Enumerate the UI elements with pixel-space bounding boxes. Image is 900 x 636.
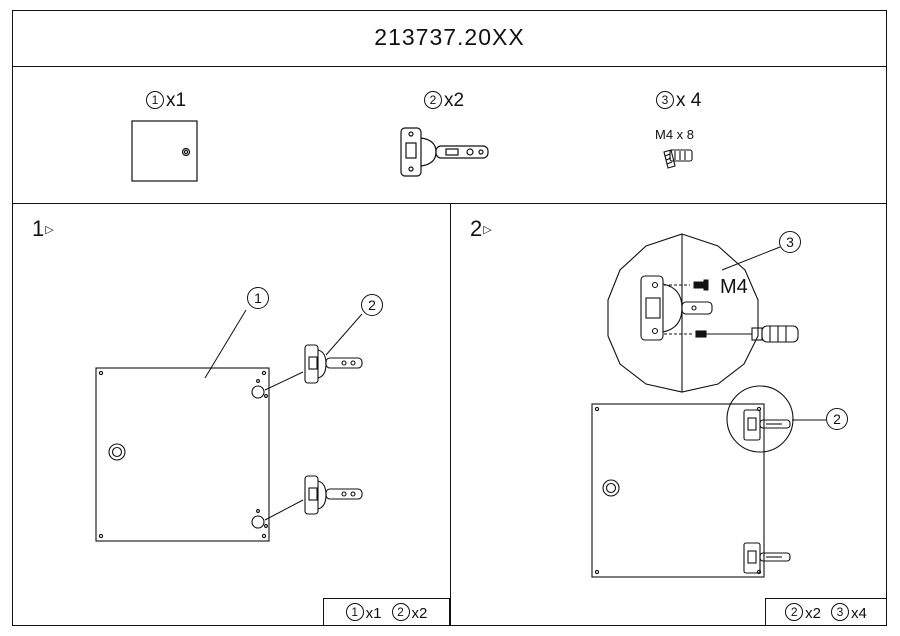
step-2-callout-part-3: 3	[779, 231, 801, 253]
part-2-qty: x2	[444, 90, 465, 111]
step-1-callout-part-1: 1	[247, 287, 269, 309]
part-3-qty: x 4	[676, 90, 702, 111]
count-part-number: 1	[345, 602, 364, 621]
step-1-number: 1	[32, 216, 45, 241]
part-3-number: 3	[656, 91, 674, 109]
hinge-icon	[400, 127, 489, 177]
step-2-number: 2	[470, 216, 483, 241]
step-1-leader-lines	[204, 309, 363, 521]
part-1-number: 1	[146, 91, 164, 109]
screw-size-label: M4	[720, 276, 748, 298]
step-2-door-drawing	[591, 385, 794, 578]
count-qty: x4	[851, 604, 867, 622]
header-divider	[12, 66, 887, 67]
step-2-heading: 2▷	[470, 216, 492, 242]
step-1-hinge-top	[304, 344, 363, 384]
steps-divider	[450, 204, 451, 626]
count-qty: x2	[805, 604, 821, 622]
count-part-number: 2	[785, 602, 804, 621]
part-1-qty: x1	[166, 90, 187, 111]
step-2-detail-circle	[607, 233, 759, 393]
door-panel-icon	[131, 120, 198, 182]
count-qty: x2	[411, 604, 428, 622]
parts-divider	[12, 203, 887, 204]
step-2-leader-screw	[721, 246, 781, 271]
step-2-callout-part-2: 2	[826, 408, 848, 430]
count-part-number: 3	[831, 602, 849, 621]
step-1-arrow-icon: ▷	[45, 224, 54, 236]
count-qty: x1	[365, 604, 382, 622]
step-2-arrow-icon: ▷	[483, 224, 492, 236]
step-2-screw-top	[693, 279, 709, 291]
step-1-door-drawing	[95, 367, 270, 542]
product-code: 213737.20XX	[374, 24, 525, 50]
screwdriver-icon	[695, 325, 799, 343]
step-1-callout-part-2: 2	[361, 294, 383, 316]
step-1-hinge-bottom	[304, 475, 363, 515]
part-2-number: 2	[424, 91, 442, 109]
screw-spec: M4 x 8	[655, 127, 695, 142]
step-1-heading: 1▷	[32, 216, 54, 242]
count-part-number: 2	[391, 602, 410, 621]
screw-icon	[663, 149, 693, 169]
